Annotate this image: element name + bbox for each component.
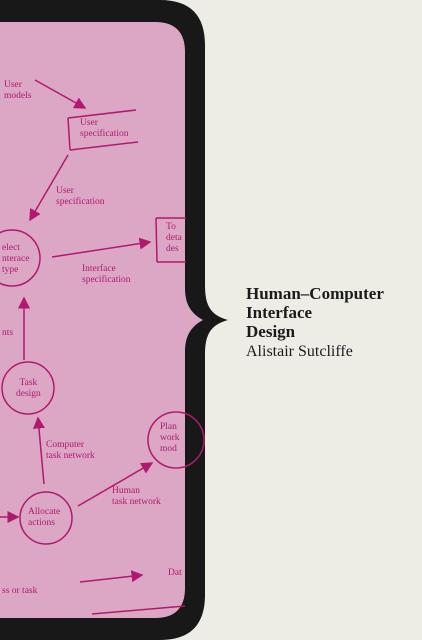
arrow-user-models: [34, 79, 87, 109]
arrow-human-task: [77, 462, 154, 507]
allocate-actions-circle: [19, 491, 73, 545]
book-title-line-3: Design: [246, 322, 296, 341]
title-block: Human–Computer Interface Design Alistair…: [246, 284, 384, 362]
plan-work-circle: [147, 411, 205, 469]
select-interface-circle: [0, 229, 41, 287]
label-dat: Dat: [168, 568, 182, 578]
todetail-box-left: [155, 217, 158, 263]
book-title-line-1: Human–Computer: [246, 284, 384, 303]
book-author: Alistair Sutcliffe: [246, 343, 353, 360]
book-title-line-2: Interface: [246, 303, 313, 322]
arrow-interface-spec: [51, 237, 152, 258]
user-spec-box-left: [67, 117, 71, 151]
user-spec-box-bottom: [69, 141, 139, 151]
arrow-user-spec: [29, 154, 69, 222]
arrow-computer-task: [32, 416, 45, 485]
arrow-bottom: [79, 570, 144, 583]
label-nts: nts: [2, 328, 14, 338]
label-ss-or-task: ss or task: [2, 586, 38, 596]
bottom-line: [91, 605, 186, 615]
user-spec-box-top: [67, 109, 137, 119]
task-design-circle: [1, 361, 55, 415]
